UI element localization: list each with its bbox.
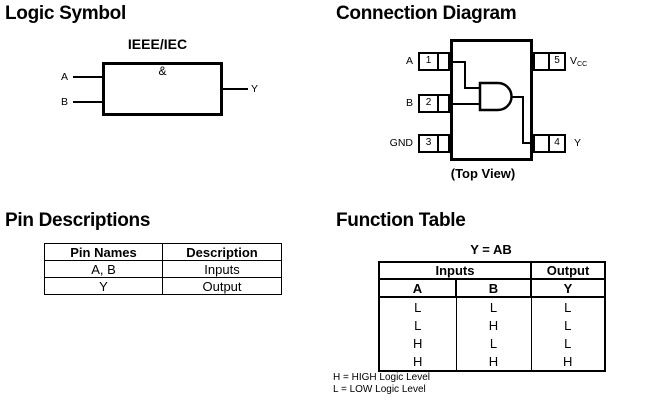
wire-gate-to-pin4 [511, 96, 533, 144]
output-y-label: Y [251, 83, 259, 95]
note-high: H = HIGH Logic Level [333, 372, 430, 383]
cell-a: H [378, 352, 457, 371]
col-b: B [455, 278, 532, 298]
pin-descriptions-header-row: Pin Names Description [44, 243, 282, 261]
cell-pin-names: A, B [44, 260, 163, 278]
cell-y: H [530, 352, 606, 371]
pin-y-label: Y [574, 137, 582, 149]
pin-vcc-label: VCC [570, 55, 587, 71]
pin-5-stub [535, 54, 550, 69]
table-row: A, B Inputs [44, 260, 282, 278]
cell-description: Output [162, 277, 282, 295]
cell-y: L [530, 334, 606, 352]
pin-descriptions-heading: Pin Descriptions [5, 210, 151, 231]
pin-a-label: A [405, 55, 413, 67]
cell-b: L [455, 334, 532, 352]
pin-3-stub [437, 136, 448, 151]
cell-y: L [530, 297, 606, 316]
pin-1-stub [437, 54, 448, 69]
vcc-subscript: CC [577, 61, 588, 68]
and-gate-box [102, 62, 223, 116]
cell-pin-names: Y [44, 277, 163, 295]
pin-4-stub [535, 136, 550, 151]
cell-a: H [378, 334, 457, 352]
pin-box-3: 3 [418, 134, 450, 153]
boolean-equation: Y = AB [470, 242, 512, 257]
table-row: H L L [378, 334, 606, 352]
col-description: Description [162, 243, 282, 261]
logic-level-notes: H = HIGH Logic Level L = LOW Logic Level [333, 372, 430, 396]
table-row: L H L [378, 316, 606, 334]
group-inputs: Inputs [378, 261, 532, 280]
pin-descriptions-table: Pin Names Description A, B Inputs Y Outp… [44, 243, 282, 295]
pin-box-4: 4 [533, 134, 566, 153]
pin-gnd-label: GND [389, 137, 413, 149]
pin-box-5: 5 [533, 52, 566, 71]
pin-5-number: 5 [554, 55, 560, 66]
vcc-main: V [570, 55, 578, 67]
col-pin-names: Pin Names [44, 243, 163, 261]
ieee-iec-label: IEEE/IEC [127, 36, 188, 52]
group-output: Output [530, 261, 606, 280]
pin-3-number: 3 [425, 137, 432, 148]
cell-b: H [455, 352, 532, 371]
function-table-heading: Function Table [336, 210, 466, 231]
pin-4-number: 4 [554, 137, 560, 148]
pin-box-1: 1 [418, 52, 450, 71]
wire-pin1-to-gate [450, 61, 480, 89]
and-gate-shape [478, 81, 513, 112]
pin-box-2: 2 [418, 94, 450, 113]
pin-b-label: B [405, 97, 413, 109]
function-table: Inputs Output A B Y L L L L H L H L L H … [378, 261, 606, 372]
col-y: Y [530, 278, 606, 298]
cell-a: L [378, 297, 457, 316]
function-table-header-row: A B Y [378, 278, 606, 298]
input-a-wire [73, 76, 102, 78]
cell-a: L [378, 316, 457, 334]
col-a: A [378, 278, 457, 298]
pin-1-number: 1 [425, 55, 432, 66]
logic-symbol-heading: Logic Symbol [5, 3, 126, 24]
pin-2-stub [437, 96, 448, 111]
input-b-wire [73, 101, 102, 103]
input-a-label: A [60, 71, 68, 83]
cell-y: L [530, 316, 606, 334]
note-low: L = LOW Logic Level [333, 384, 426, 395]
cell-b: L [455, 297, 532, 316]
pin-2-number: 2 [425, 97, 432, 108]
cell-b: H [455, 316, 532, 334]
cell-description: Inputs [162, 260, 282, 278]
gate-wiring-diagram [450, 61, 533, 144]
input-b-label: B [60, 96, 68, 108]
table-row: H H H [378, 352, 606, 371]
and-operator-label: & [158, 64, 167, 78]
function-table-group-row: Inputs Output [378, 261, 606, 280]
table-row: Y Output [44, 277, 282, 295]
table-row: L L L [378, 297, 606, 316]
connection-diagram-heading: Connection Diagram [336, 3, 517, 24]
output-y-wire [222, 88, 248, 90]
top-view-caption: (Top View) [450, 166, 516, 181]
